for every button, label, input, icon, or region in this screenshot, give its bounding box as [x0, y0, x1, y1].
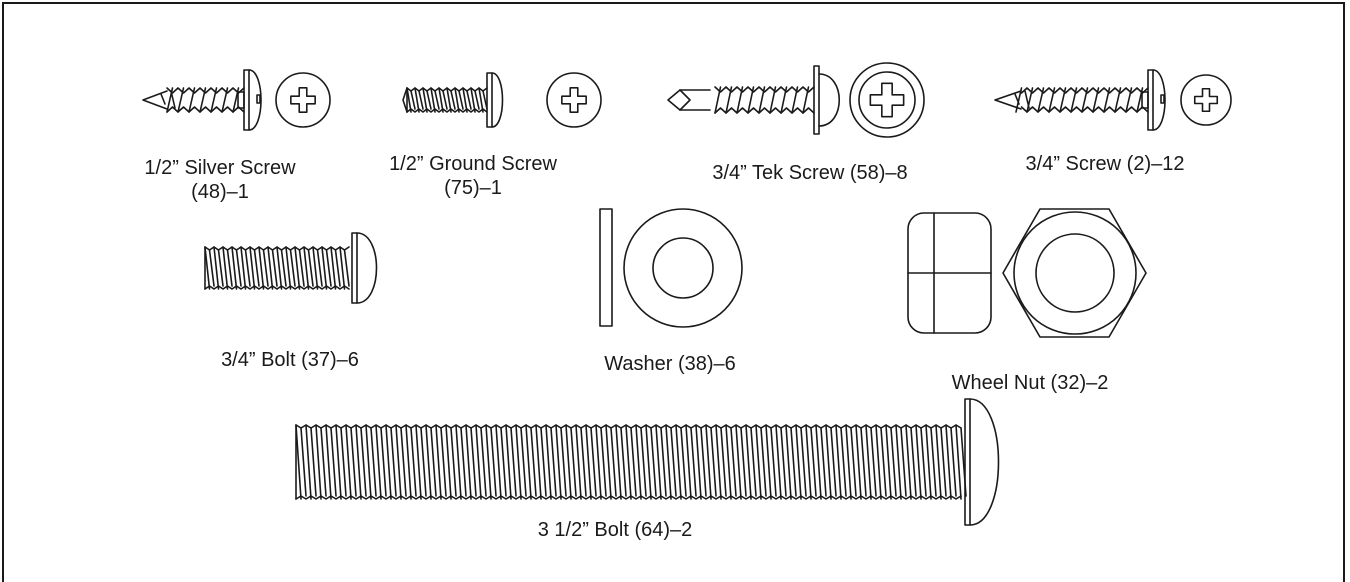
short-bolt-drawing	[204, 232, 378, 304]
washer-label: Washer (38)–6	[604, 353, 736, 375]
long-bolt-drawing	[295, 398, 1000, 526]
ground-screw-quantity: (75)–1	[444, 177, 502, 199]
short-bolt-label: 3/4” Bolt (37)–6	[221, 349, 359, 371]
washer-drawing	[599, 208, 743, 328]
wheel-nut-label: Wheel Nut (32)–2	[951, 372, 1109, 394]
ground-screw-label: 1/2” Ground Screw (75)–1	[368, 152, 578, 200]
long-bolt-label: 3 1/2” Bolt (64)–2	[537, 519, 693, 541]
tek-screw-label: 3/4” Tek Screw (58)–8	[712, 162, 908, 184]
silver-screw-label: 1/2” Silver Screw (48)–1	[135, 156, 305, 204]
silver-screw-name: 1/2” Silver Screw	[144, 157, 296, 179]
silver-screw-drawing	[142, 69, 331, 131]
ground-screw-name: 1/2” Ground Screw	[389, 153, 557, 175]
tek-screw-drawing	[667, 62, 925, 138]
screw-label: 3/4” Screw (2)–12	[1025, 153, 1185, 175]
screw-drawing	[994, 69, 1232, 131]
ground-screw-drawing	[402, 72, 602, 128]
wheel-nut-drawing	[907, 208, 1147, 338]
silver-screw-quantity: (48)–1	[191, 181, 249, 203]
